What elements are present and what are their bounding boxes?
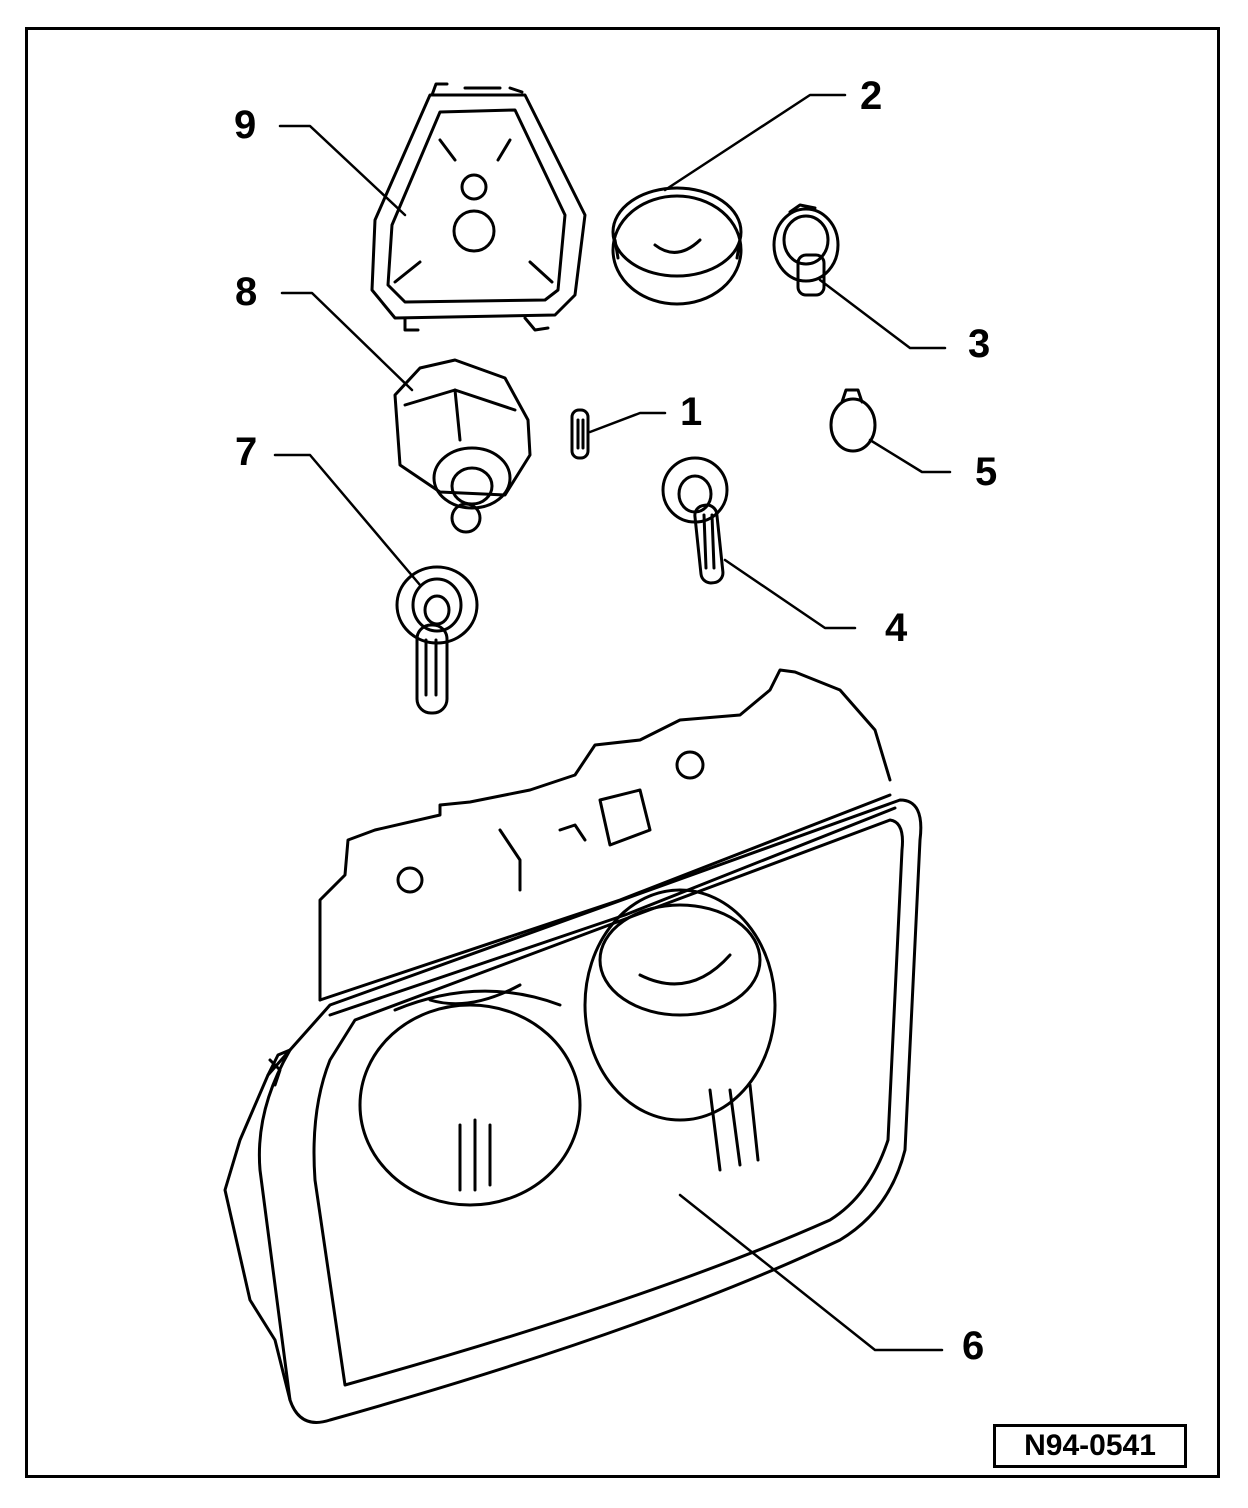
part-1-wedge-bulb [570, 408, 590, 460]
leader-4 [723, 558, 857, 630]
part-5-small-bulb [829, 388, 877, 453]
leader-2 [663, 93, 847, 192]
callout-8: 8 [235, 270, 258, 314]
part-8-bulb-holder [393, 358, 532, 534]
callout-2: 2 [860, 74, 883, 118]
leader-6 [678, 1193, 944, 1352]
callout-4: 4 [885, 606, 908, 650]
callout-3: 3 [968, 322, 991, 366]
leader-8 [280, 291, 414, 392]
diagram-frame [25, 27, 1220, 1478]
callout-9: 9 [234, 103, 257, 147]
callout-5: 5 [975, 450, 998, 494]
part-9-cover-cap [370, 82, 587, 332]
leader-lines [273, 93, 952, 1352]
leader-9 [278, 124, 407, 217]
part-2-round-cap [611, 186, 743, 306]
leader-5 [868, 438, 952, 474]
callout-7: 7 [235, 430, 258, 474]
part-3-bulb-socket [772, 203, 840, 297]
callout-6: 6 [962, 1324, 985, 1368]
figure-id-label: N94-0541 [993, 1424, 1187, 1468]
part-6-headlight-housing [223, 668, 923, 1424]
part-7-h7-bulb [395, 565, 479, 715]
part-4-bulb [661, 456, 729, 585]
leader-1 [588, 411, 667, 434]
callout-1: 1 [680, 390, 703, 434]
leader-7 [273, 453, 422, 587]
leader-3 [818, 278, 947, 350]
